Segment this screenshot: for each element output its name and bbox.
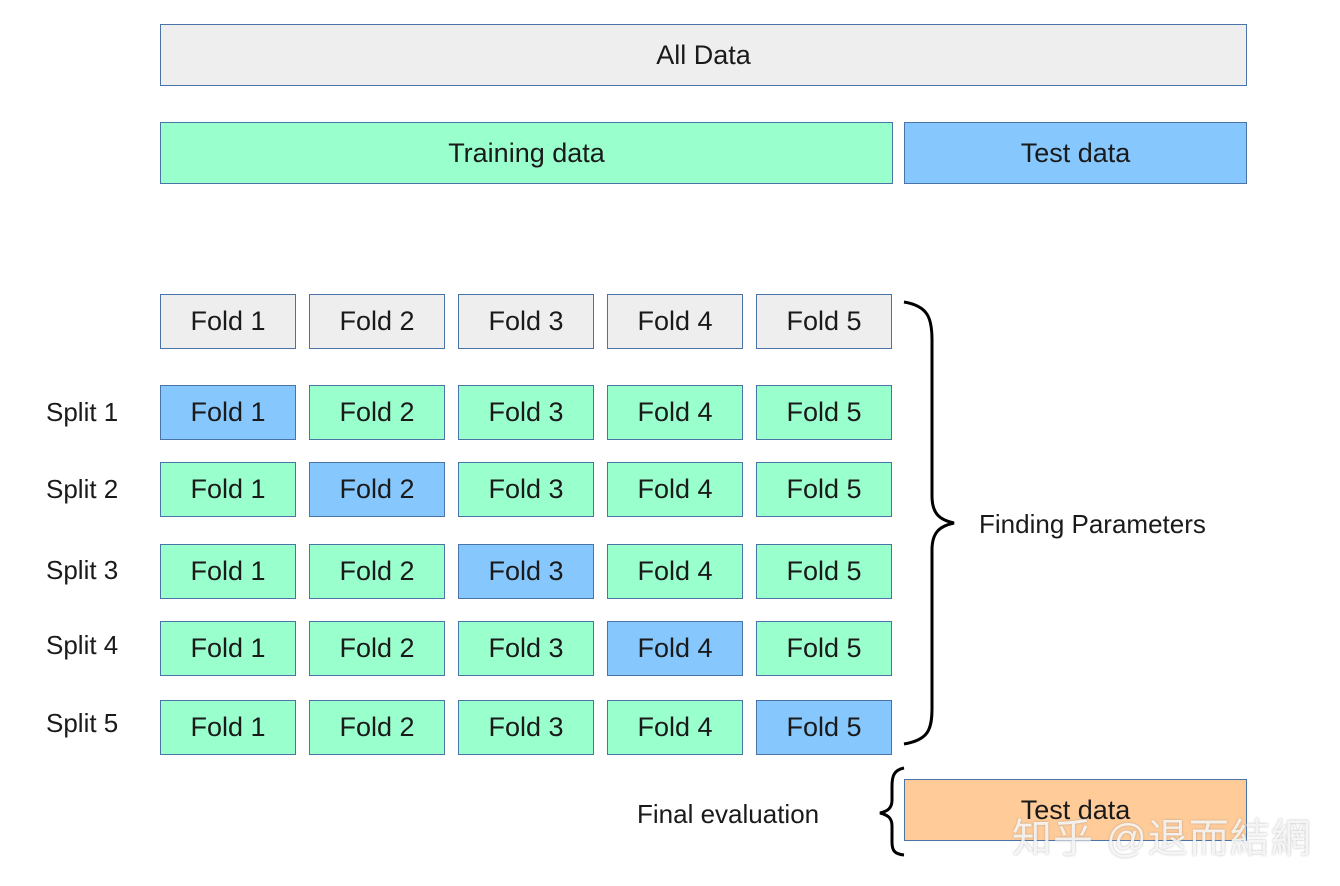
split-1-fold-1: Fold 1 <box>160 385 296 440</box>
watermark: 知乎 @退而結網 <box>1012 817 1312 861</box>
fold-header-label: Fold 2 <box>339 306 415 336</box>
all-data-box: All Data <box>160 24 1247 86</box>
fold-label: Fold 2 <box>339 474 415 504</box>
fold-label: Fold 4 <box>637 633 713 663</box>
fold-label: Fold 2 <box>339 556 415 586</box>
split-4-fold-2: Fold 2 <box>309 621 445 676</box>
split-1-fold-4: Fold 4 <box>607 385 743 440</box>
fold-header-1: Fold 1 <box>160 294 296 349</box>
split-5-fold-2: Fold 2 <box>309 700 445 755</box>
all-data-label: All Data <box>656 39 751 70</box>
fold-label: Fold 5 <box>786 556 862 586</box>
fold-label: Fold 1 <box>190 556 266 586</box>
split-label-1: Split 1 <box>46 397 119 427</box>
fold-label: Fold 5 <box>786 712 862 742</box>
split-3-fold-4: Fold 4 <box>607 544 743 599</box>
split-2-fold-4: Fold 4 <box>607 462 743 517</box>
split-label-4: Split 4 <box>46 630 119 660</box>
final-evaluation-label: Final evaluation <box>637 799 820 829</box>
fold-label: Fold 4 <box>637 712 713 742</box>
test-data-box: Test data <box>904 122 1247 184</box>
test-data-label: Test data <box>1020 137 1131 168</box>
split-label-5: Split 5 <box>46 708 119 738</box>
split-4-fold-1: Fold 1 <box>160 621 296 676</box>
fold-header-3: Fold 3 <box>458 294 594 349</box>
fold-label: Fold 3 <box>488 633 564 663</box>
fold-header-5: Fold 5 <box>756 294 892 349</box>
fold-label: Fold 2 <box>339 633 415 663</box>
split-5-fold-5: Fold 5 <box>756 700 892 755</box>
split-2-fold-2: Fold 2 <box>309 462 445 517</box>
fold-label: Fold 2 <box>339 712 415 742</box>
split-4-fold-3: Fold 3 <box>458 621 594 676</box>
fold-label: Fold 3 <box>488 397 564 427</box>
split-3-fold-3: Fold 3 <box>458 544 594 599</box>
fold-header-label: Fold 4 <box>637 306 713 336</box>
final-test-data-label: Test data <box>1020 794 1131 825</box>
fold-label: Fold 3 <box>488 556 564 586</box>
split-3-fold-5: Fold 5 <box>756 544 892 599</box>
left-curly-brace <box>879 766 905 857</box>
fold-label: Fold 3 <box>488 474 564 504</box>
split-2-fold-5: Fold 5 <box>756 462 892 517</box>
split-3-fold-2: Fold 2 <box>309 544 445 599</box>
final-test-data-box: Test data <box>904 779 1247 841</box>
split-label-2: Split 2 <box>46 474 119 504</box>
fold-label: Fold 2 <box>339 397 415 427</box>
fold-label: Fold 1 <box>190 397 266 427</box>
fold-header-label: Fold 5 <box>786 306 862 336</box>
fold-label: Fold 4 <box>637 474 713 504</box>
split-3-fold-1: Fold 1 <box>160 544 296 599</box>
fold-label: Fold 5 <box>786 397 862 427</box>
split-1-fold-5: Fold 5 <box>756 385 892 440</box>
fold-label: Fold 1 <box>190 633 266 663</box>
split-5-fold-1: Fold 1 <box>160 700 296 755</box>
split-5-fold-3: Fold 3 <box>458 700 594 755</box>
right-curly-brace <box>903 300 955 746</box>
fold-header-2: Fold 2 <box>309 294 445 349</box>
finding-parameters-label: Finding Parameters <box>979 509 1206 539</box>
training-data-box: Training data <box>160 122 893 184</box>
fold-label: Fold 3 <box>488 712 564 742</box>
fold-header-label: Fold 3 <box>488 306 564 336</box>
split-2-fold-3: Fold 3 <box>458 462 594 517</box>
split-2-fold-1: Fold 1 <box>160 462 296 517</box>
split-4-fold-4: Fold 4 <box>607 621 743 676</box>
split-5-fold-4: Fold 4 <box>607 700 743 755</box>
split-4-fold-5: Fold 5 <box>756 621 892 676</box>
fold-label: Fold 4 <box>637 556 713 586</box>
training-data-label: Training data <box>448 137 605 168</box>
fold-label: Fold 5 <box>786 633 862 663</box>
split-1-fold-2: Fold 2 <box>309 385 445 440</box>
fold-header-label: Fold 1 <box>190 306 266 336</box>
fold-label: Fold 5 <box>786 474 862 504</box>
fold-label: Fold 4 <box>637 397 713 427</box>
split-1-fold-3: Fold 3 <box>458 385 594 440</box>
fold-label: Fold 1 <box>190 474 266 504</box>
split-label-3: Split 3 <box>46 555 119 585</box>
fold-header-4: Fold 4 <box>607 294 743 349</box>
fold-label: Fold 1 <box>190 712 266 742</box>
